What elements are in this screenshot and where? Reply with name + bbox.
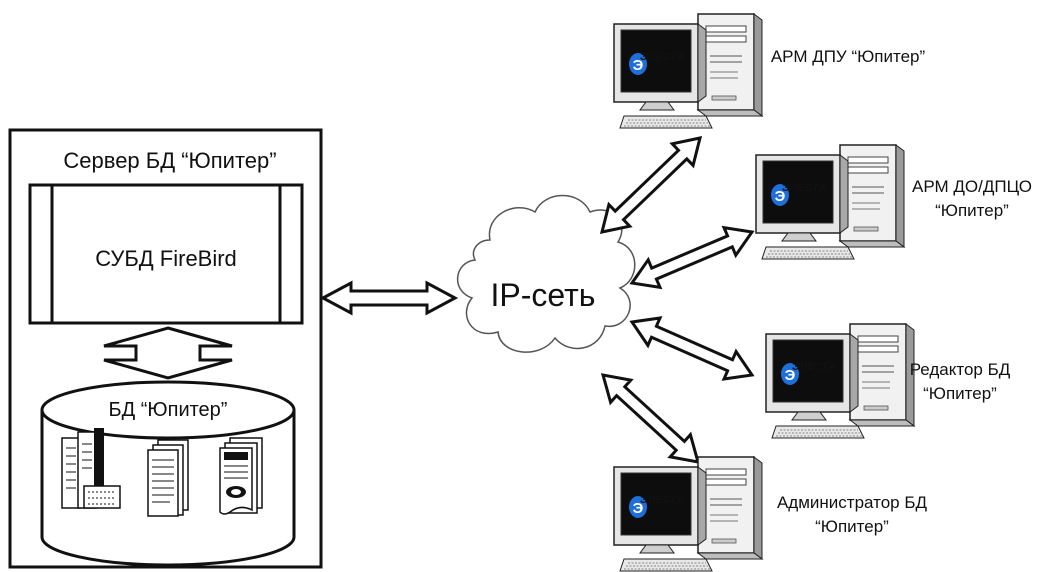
workstation-arrows (599, 136, 755, 464)
workstation-3: ЭЛЕСТА Редактор БД “Юпитер” (765, 323, 1011, 439)
computer-icon (613, 456, 763, 572)
network-label: IP-сеть (491, 277, 596, 313)
network-workstation-arrow-2 (629, 225, 755, 290)
computer-icon (613, 13, 763, 129)
workstation-4: ЭЛЕСТА Администратор БД “Юпитер” (613, 456, 928, 572)
workstation-2-label-line2: “Юпитер” (935, 201, 1009, 220)
server-title: Сервер БД “Юпитер” (63, 148, 276, 173)
workstation-3-label-line1: Редактор БД (910, 360, 1011, 379)
computer-icon (755, 144, 905, 260)
workstation-3-label-line2: “Юпитер” (923, 384, 997, 403)
dbms-block: СУБД FireBird (28, 183, 304, 325)
brand-logo-text: ЭЛЕСТА (792, 361, 836, 373)
brand-logo-text: ЭЛЕСТА (640, 51, 684, 63)
computer-icon (765, 323, 915, 439)
network-workstation-arrow-4 (600, 373, 701, 464)
workstation-1-label: АРМ ДПУ “Юпитер” (771, 47, 926, 66)
workstation-4-label-line1: Администратор БД (777, 493, 928, 512)
database-label: БД “Юпитер” (109, 399, 228, 421)
workstation-4-label-line2: “Юпитер” (815, 517, 889, 536)
brand-logo-text: ЭЛЕСТА (782, 182, 826, 194)
ip-network-cloud: IP-сеть (456, 194, 636, 353)
network-workstation-arrow-3 (629, 316, 755, 381)
brand-logo-text: ЭЛЕСТА (640, 494, 684, 506)
server-network-arrow (319, 280, 459, 316)
workstation-2: ЭЛЕСТА АРМ ДО/ДПЦО “Юпитер” (755, 144, 1032, 260)
document-stack-icon (147, 439, 189, 517)
equipment-icon (61, 428, 121, 509)
workstation-2-label-line1: АРМ ДО/ДПЦО (912, 177, 1032, 196)
db-server: Сервер БД “Юпитер” СУБД FireBird БД “Юпи… (8, 128, 323, 569)
workstation-1: ЭЛЕСТА АРМ ДПУ “Юпитер” (613, 13, 926, 129)
network-workstation-arrow-1 (599, 136, 703, 234)
dbms-db-arrow (103, 326, 233, 380)
dbms-label: СУБД FireBird (95, 246, 237, 271)
report-document-icon (219, 437, 263, 515)
